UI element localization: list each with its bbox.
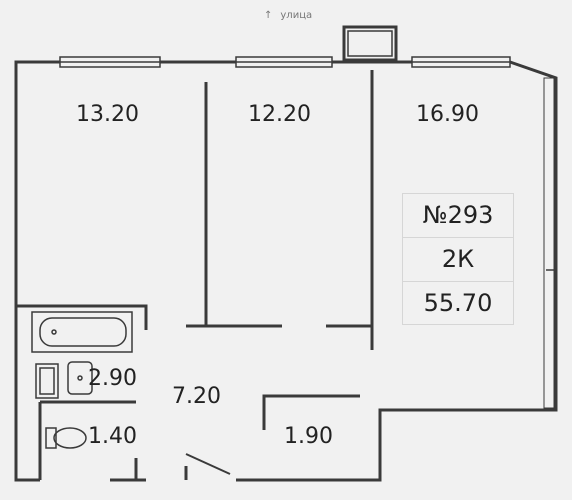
room-area-2: 12.20 <box>248 102 311 127</box>
balcony <box>342 25 398 62</box>
windows <box>59 56 555 409</box>
apartment-number: №293 <box>403 194 513 238</box>
toilet <box>45 427 87 449</box>
room-area-3: 16.90 <box>416 102 479 127</box>
entry-door <box>185 453 231 475</box>
storage-wall <box>262 394 360 430</box>
room-area-1: 13.20 <box>76 102 139 127</box>
toilet-area: 1.40 <box>88 424 137 449</box>
outer-wall-right <box>236 60 558 482</box>
apartment-info-table: №293 2К 55.70 <box>402 193 514 325</box>
apartment-type: 2К <box>403 238 513 282</box>
balcony-inner <box>347 30 393 57</box>
bathroom-top <box>16 304 148 330</box>
apartment-area: 55.70 <box>423 289 493 317</box>
bathtub <box>31 311 133 353</box>
street-label: улица <box>280 10 313 21</box>
arrow-up-icon: ↑ <box>264 10 273 21</box>
wall-thick-right <box>543 77 555 409</box>
outer-wall-left <box>14 60 60 482</box>
bathroom-area: 2.90 <box>88 366 137 391</box>
walls <box>14 25 558 482</box>
cabinet <box>35 363 59 399</box>
storage-area: 1.90 <box>284 424 333 449</box>
street-direction: ↑ улица <box>264 10 312 21</box>
hall-area: 7.20 <box>172 384 221 409</box>
sink <box>67 361 93 395</box>
